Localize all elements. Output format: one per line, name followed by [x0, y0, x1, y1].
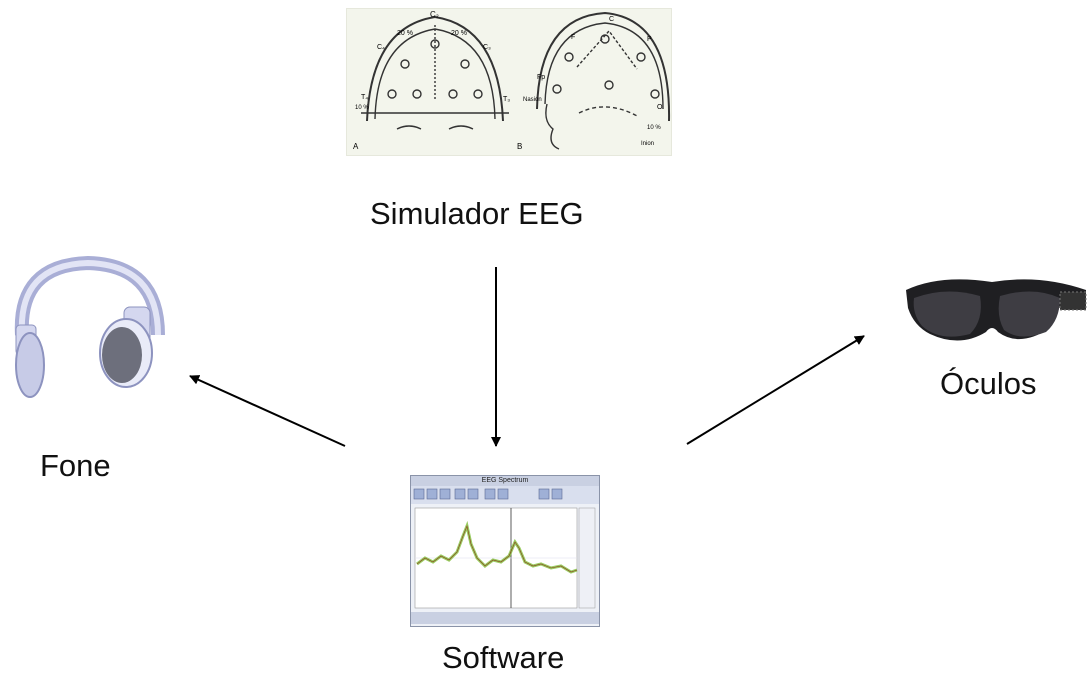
sunglasses-icon — [906, 279, 1087, 341]
headphone-image — [8, 255, 178, 400]
label-f: F — [571, 34, 575, 41]
label-side-c: C — [609, 16, 614, 23]
label-c3: C₃ — [483, 44, 491, 51]
label-p: P — [647, 36, 652, 43]
label-o: O — [657, 104, 663, 111]
side-head-view — [536, 11, 671, 150]
glasses-label: Óculos — [940, 366, 1037, 401]
label-10pct-b: 10 % — [647, 125, 661, 131]
arrow-software-to-glasses — [686, 335, 865, 445]
label-fp: Fp — [537, 74, 545, 81]
label-inion: Inion — [641, 141, 654, 147]
software-window-title: EEG Spectrum — [411, 476, 599, 486]
arrow-software-to-headphone — [189, 375, 346, 447]
label-c2: C₂ — [430, 10, 439, 19]
headphone-label: Fone — [40, 448, 111, 483]
label-nasion: Nasion — [523, 97, 542, 103]
eeg-label: Simulador EEG — [370, 196, 584, 231]
label-panel-b: B — [517, 142, 522, 151]
label-panel-a: A — [353, 142, 359, 151]
headphone-icon — [14, 255, 165, 398]
label-t4: T₄ — [361, 94, 368, 101]
front-head-view — [361, 15, 509, 130]
label-10pct-a: 10 % — [355, 105, 369, 111]
eeg-electrode-diagram: C₂ C₄ C₃ 20 % 20 % T₄ T₃ 10 % A C F P Fp… — [346, 8, 672, 156]
label-c4: C₄ — [377, 44, 385, 51]
label-20pct-a: 20 % — [397, 30, 413, 37]
label-t3: T₃ — [503, 96, 510, 103]
label-20pct-b: 20 % — [451, 30, 467, 37]
software-label: Software — [442, 640, 565, 675]
glasses-image — [900, 268, 1090, 356]
software-screenshot: EEG Spectrum — [410, 475, 600, 627]
